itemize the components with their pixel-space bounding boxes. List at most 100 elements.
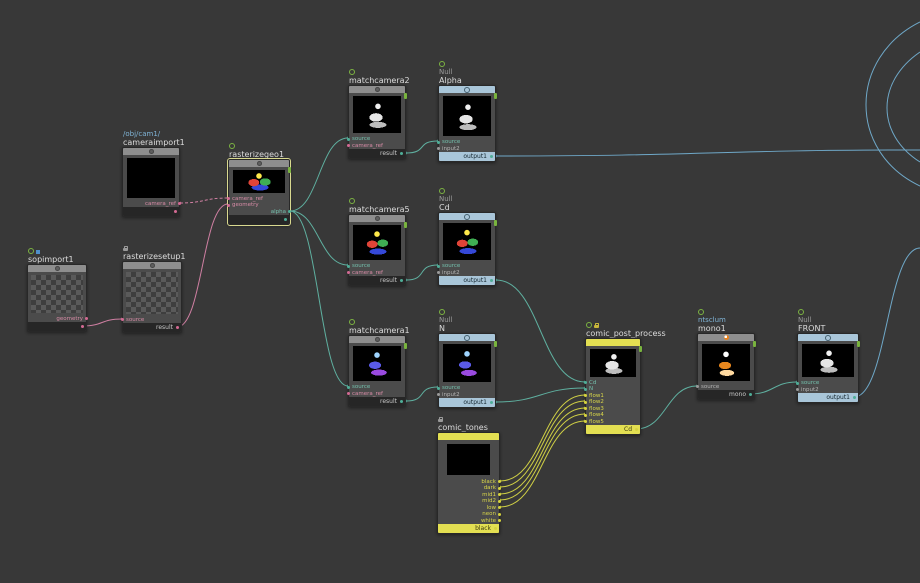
port-dot-input2[interactable] [796, 388, 799, 391]
display-flag-badge[interactable] [494, 341, 497, 347]
port-dot-source[interactable] [347, 385, 350, 389]
node-footer[interactable]: result [349, 397, 405, 406]
output-dot[interactable] [81, 325, 84, 328]
port-dot-Cd[interactable] [584, 381, 587, 384]
port-dot-dark[interactable] [498, 486, 501, 490]
output-dot[interactable] [490, 155, 493, 158]
node-footer[interactable]: output1 [798, 393, 858, 402]
node-footer[interactable] [28, 322, 86, 331]
wire[interactable] [853, 247, 920, 398]
node-footer[interactable]: result [349, 276, 405, 285]
display-flag-badge[interactable] [857, 341, 860, 347]
port-dot-camera_ref[interactable] [227, 197, 230, 200]
port-dot-input2[interactable] [437, 147, 440, 150]
port-dot-flow5[interactable] [584, 420, 587, 423]
wire[interactable] [495, 279, 586, 383]
node-footer[interactable] [229, 215, 289, 224]
port-dot-flow4[interactable] [584, 413, 587, 417]
display-flag-badge[interactable] [494, 93, 497, 99]
output-dot[interactable] [400, 279, 403, 282]
wire[interactable] [289, 210, 349, 387]
output-dot[interactable] [490, 279, 493, 282]
display-flag-badge[interactable] [404, 93, 407, 99]
wire[interactable] [749, 381, 798, 395]
wire[interactable] [499, 400, 586, 488]
output-dot[interactable] [400, 400, 403, 403]
display-flag-badge[interactable] [494, 220, 497, 226]
wire[interactable] [176, 203, 229, 328]
wire[interactable] [635, 385, 698, 430]
node-body[interactable]: camera_ref [122, 147, 181, 217]
output-dot[interactable] [494, 527, 497, 530]
display-flag-badge[interactable] [639, 346, 642, 352]
port-dot-source[interactable] [437, 386, 440, 390]
node-footer[interactable]: black [438, 524, 499, 533]
wire[interactable] [499, 420, 586, 508]
output-dot[interactable] [284, 218, 287, 221]
port-dot-low[interactable] [498, 506, 501, 509]
display-flag-badge[interactable] [288, 167, 291, 173]
node-footer[interactable]: output1 [439, 398, 495, 407]
output-dot[interactable] [176, 326, 179, 329]
port-dot-source[interactable] [121, 318, 124, 321]
wire[interactable] [289, 137, 349, 212]
wire[interactable] [499, 394, 586, 482]
output-dot[interactable] [635, 428, 638, 431]
port-dot-camera_ref[interactable] [347, 271, 350, 274]
port-dot-source[interactable] [696, 385, 699, 388]
output-dot[interactable] [400, 152, 403, 155]
node-footer[interactable]: result [349, 149, 405, 158]
port-dot-camera_ref[interactable] [347, 392, 350, 395]
wire[interactable] [289, 210, 349, 266]
port-dot-black[interactable] [498, 480, 501, 483]
wire[interactable] [499, 413, 586, 501]
wire[interactable] [865, 21, 920, 187]
port-dot-geometry[interactable] [85, 317, 88, 320]
port-dot-alpha[interactable] [288, 210, 291, 213]
wire[interactable] [886, 51, 920, 163]
node-footer[interactable]: output1 [439, 152, 495, 161]
output-dot[interactable] [490, 401, 493, 404]
port-dot-input2[interactable] [437, 271, 440, 274]
wire[interactable] [405, 386, 439, 402]
port-dot-N[interactable] [584, 387, 587, 391]
port-dot-flow2[interactable] [584, 400, 587, 404]
wire[interactable] [405, 264, 439, 281]
node-footer[interactable]: Cd [586, 425, 640, 434]
wire[interactable] [495, 149, 920, 157]
port-dot-geometry[interactable] [227, 203, 230, 207]
port-dot-mid2[interactable] [498, 499, 501, 503]
port-dot-flow3[interactable] [584, 407, 587, 410]
wire[interactable] [179, 197, 229, 204]
output-dot[interactable] [853, 396, 856, 399]
port-dot-source[interactable] [437, 264, 440, 268]
display-flag-badge[interactable] [404, 222, 407, 228]
output-dot[interactable] [174, 210, 177, 213]
display-flag-badge[interactable] [404, 343, 407, 349]
port-dot-source[interactable] [437, 140, 440, 144]
port-dot-camera_ref[interactable] [347, 144, 350, 147]
